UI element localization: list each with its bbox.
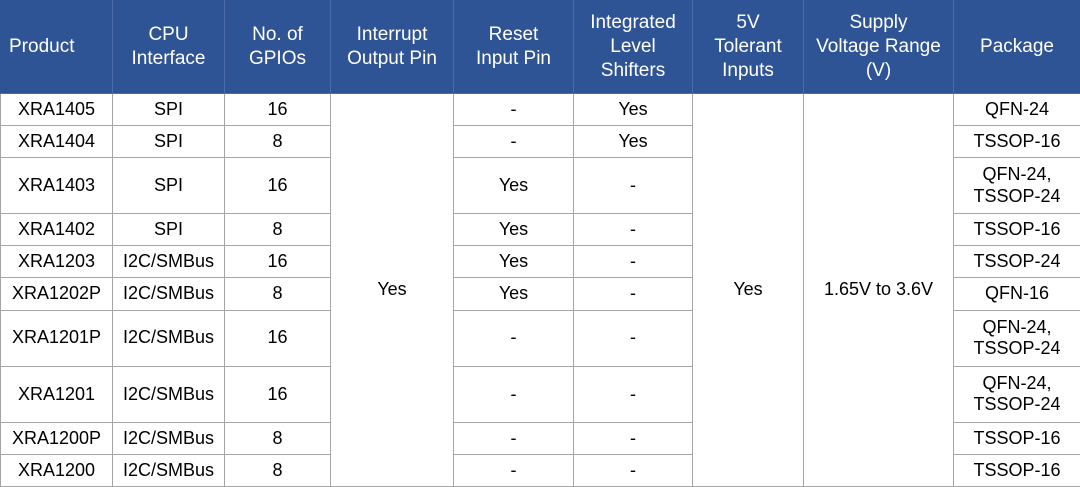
cell-integrated-level-shifters: - bbox=[573, 365, 693, 423]
cell-cpu-interface: SPI bbox=[112, 92, 225, 127]
cell-package: QFN-24, TSSOP-24 bbox=[953, 309, 1080, 367]
cell-cpu-interface: I2C/SMBus bbox=[112, 277, 225, 311]
cell-no-of-gpios: 8 bbox=[224, 213, 331, 247]
cell-package: TSSOP-16 bbox=[953, 125, 1080, 159]
column-header-reset-input-pin: Reset Input Pin bbox=[453, 0, 574, 94]
cell-product: XRA1203 bbox=[0, 245, 113, 279]
cell-package: QFN-24, TSSOP-24 bbox=[953, 157, 1080, 215]
cell-no-of-gpios: 16 bbox=[224, 309, 331, 367]
cell-reset-input-pin: Yes bbox=[453, 277, 574, 311]
cell-no-of-gpios: 16 bbox=[224, 157, 331, 215]
column-header-supply-voltage-range: Supply Voltage Range (V) bbox=[803, 0, 954, 94]
cell-integrated-level-shifters: Yes bbox=[573, 92, 693, 127]
cell-package: TSSOP-16 bbox=[953, 213, 1080, 247]
cell-package: QFN-24 bbox=[953, 92, 1080, 127]
cell-reset-input-pin: Yes bbox=[453, 213, 574, 247]
column-header-interrupt-output-pin: Interrupt Output Pin bbox=[330, 0, 454, 94]
cell-cpu-interface: I2C/SMBus bbox=[112, 453, 225, 487]
cell-integrated-level-shifters: - bbox=[573, 245, 693, 279]
cell-cpu-interface: I2C/SMBus bbox=[112, 245, 225, 279]
cell-product: XRA1200 bbox=[0, 453, 113, 487]
cell-product: XRA1403 bbox=[0, 157, 113, 215]
cell-no-of-gpios: 16 bbox=[224, 365, 331, 423]
cell-integrated-level-shifters: - bbox=[573, 453, 693, 487]
cell-product: XRA1402 bbox=[0, 213, 113, 247]
cell-no-of-gpios: 8 bbox=[224, 125, 331, 159]
column-header-no-of-gpios: No. of GPIOs bbox=[224, 0, 331, 94]
table-header-row: Product CPU Interface No. of GPIOs Inter… bbox=[0, 0, 1080, 94]
cell-reset-input-pin: - bbox=[453, 453, 574, 487]
cell-package: QFN-24, TSSOP-24 bbox=[953, 365, 1080, 423]
cell-reset-input-pin: - bbox=[453, 365, 574, 423]
cell-integrated-level-shifters: - bbox=[573, 309, 693, 367]
cell-package: TSSOP-16 bbox=[953, 453, 1080, 487]
table-header: Product CPU Interface No. of GPIOs Inter… bbox=[0, 0, 1080, 94]
cell-reset-input-pin: - bbox=[453, 309, 574, 367]
cell-5v-tolerant-inputs-merged: Yes bbox=[692, 93, 804, 487]
cell-interrupt-output-pin-merged: Yes bbox=[330, 93, 454, 487]
cell-integrated-level-shifters: - bbox=[573, 421, 693, 455]
cell-product: XRA1200P bbox=[0, 421, 113, 455]
column-header-integrated-level-shifters: Integrated Level Shifters bbox=[573, 0, 693, 94]
cell-integrated-level-shifters: - bbox=[573, 277, 693, 311]
cell-supply-voltage-range-merged: 1.65V to 3.6V bbox=[803, 93, 954, 487]
cell-product: XRA1201 bbox=[0, 365, 113, 423]
cell-cpu-interface: I2C/SMBus bbox=[112, 365, 225, 423]
cell-no-of-gpios: 16 bbox=[224, 245, 331, 279]
cell-cpu-interface: SPI bbox=[112, 213, 225, 247]
cell-product: XRA1202P bbox=[0, 277, 113, 311]
cell-reset-input-pin: - bbox=[453, 421, 574, 455]
column-header-package: Package bbox=[953, 0, 1080, 94]
cell-package: QFN-16 bbox=[953, 277, 1080, 311]
cell-no-of-gpios: 8 bbox=[224, 453, 331, 487]
cell-product: XRA1405 bbox=[0, 92, 113, 127]
cell-integrated-level-shifters: - bbox=[573, 213, 693, 247]
cell-product: XRA1201P bbox=[0, 309, 113, 367]
cell-integrated-level-shifters: - bbox=[573, 157, 693, 215]
cell-package: TSSOP-24 bbox=[953, 245, 1080, 279]
cell-reset-input-pin: Yes bbox=[453, 245, 574, 279]
cell-reset-input-pin: - bbox=[453, 125, 574, 159]
cell-reset-input-pin: - bbox=[453, 92, 574, 127]
column-header-product: Product bbox=[0, 0, 113, 94]
cell-cpu-interface: SPI bbox=[112, 157, 225, 215]
cell-no-of-gpios: 8 bbox=[224, 421, 331, 455]
cell-reset-input-pin: Yes bbox=[453, 157, 574, 215]
cell-cpu-interface: I2C/SMBus bbox=[112, 421, 225, 455]
cell-integrated-level-shifters: Yes bbox=[573, 125, 693, 159]
cell-no-of-gpios: 8 bbox=[224, 277, 331, 311]
cell-package: TSSOP-16 bbox=[953, 421, 1080, 455]
cell-no-of-gpios: 16 bbox=[224, 92, 331, 127]
cell-product: XRA1404 bbox=[0, 125, 113, 159]
column-header-5v-tolerant-inputs: 5V Tolerant Inputs bbox=[692, 0, 804, 94]
cell-cpu-interface: SPI bbox=[112, 125, 225, 159]
column-header-cpu-interface: CPU Interface bbox=[112, 0, 225, 94]
cell-cpu-interface: I2C/SMBus bbox=[112, 309, 225, 367]
